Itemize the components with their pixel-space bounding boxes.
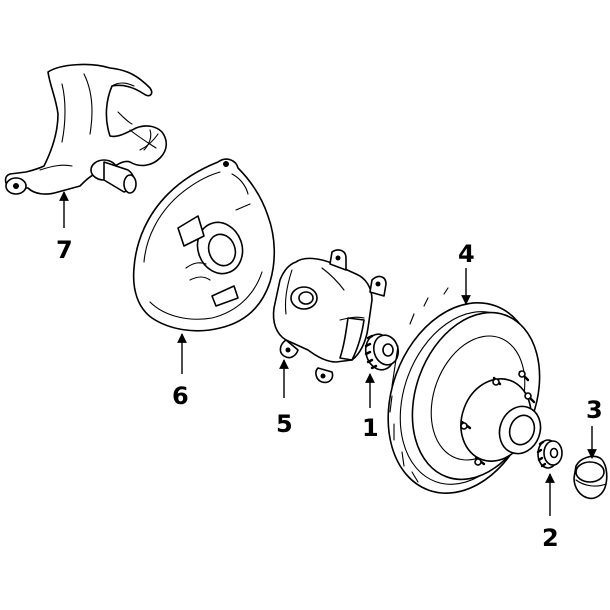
callout-3: 3	[586, 396, 603, 424]
brake-rotor-hub	[387, 287, 542, 494]
callout-2: 2	[542, 524, 559, 552]
outer-wheel-bearing	[536, 439, 563, 469]
brake-caliper	[272, 249, 387, 384]
callout-6: 6	[172, 382, 189, 410]
dust-shield	[132, 158, 276, 332]
inner-wheel-bearing	[364, 333, 400, 371]
callout-7: 7	[56, 236, 73, 264]
callouts: 7 6 5 1 4 2 3	[56, 236, 603, 552]
callout-5: 5	[276, 410, 293, 438]
dust-cap	[573, 455, 608, 500]
steering-knuckle	[4, 63, 168, 195]
callout-4: 4	[458, 240, 475, 268]
callout-1: 1	[362, 414, 379, 442]
leader-lines	[59, 191, 597, 516]
